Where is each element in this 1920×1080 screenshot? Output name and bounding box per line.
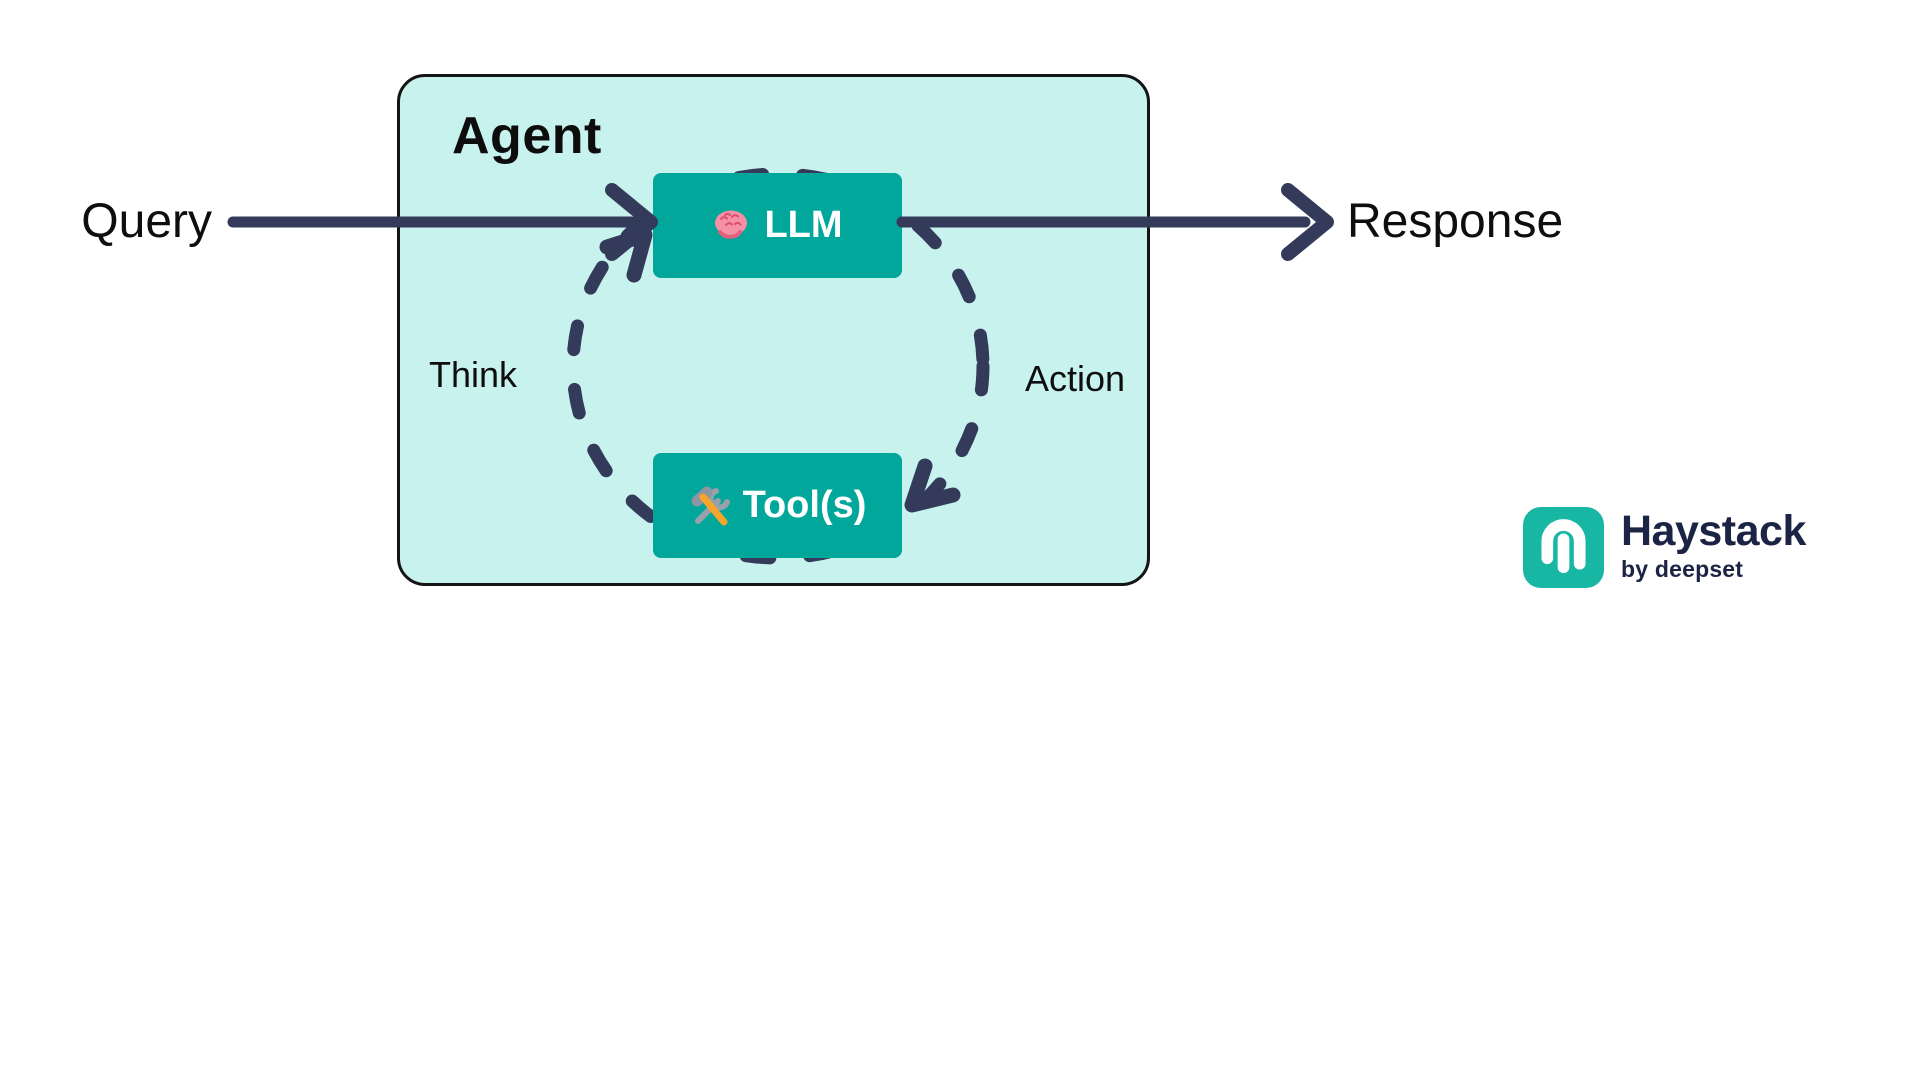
haystack-a-icon (1523, 507, 1604, 588)
tools-node: Tool(s) (653, 453, 902, 558)
response-arrow-head (1281, 183, 1334, 261)
tools-label: Tool(s) (742, 484, 867, 526)
haystack-byline: by deepset (1621, 556, 1744, 582)
think-label: Think (428, 354, 518, 395)
query-label: Query (81, 195, 212, 248)
hammer-wrench-icon (691, 486, 730, 525)
haystack-logo: Haystack by deepset (1523, 507, 1806, 588)
llm-node: LLM (653, 173, 902, 278)
action-label: Action (1024, 358, 1126, 399)
response-label: Response (1347, 195, 1564, 248)
haystack-wordmark: Haystack (1621, 507, 1806, 555)
agent-title: Agent (452, 107, 602, 165)
brain-icon (715, 210, 748, 239)
llm-label: LLM (764, 204, 843, 246)
